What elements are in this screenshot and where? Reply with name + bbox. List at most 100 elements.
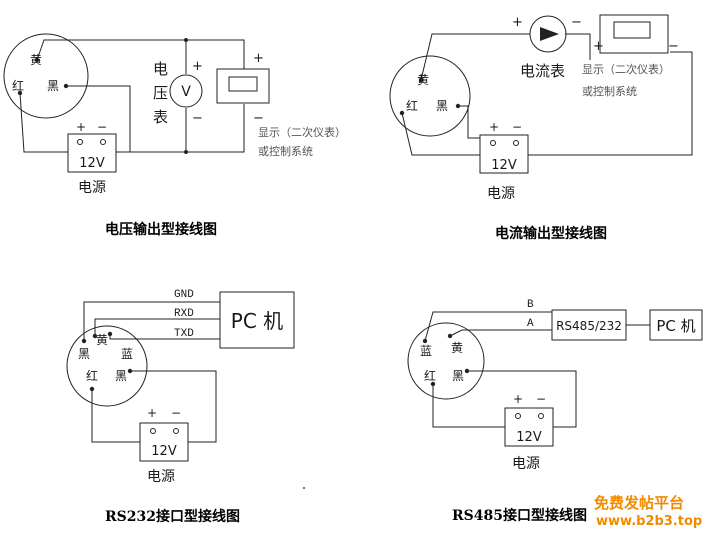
rs485-label-black: 黑 — [452, 369, 464, 383]
rs485-label-blue: 蓝 — [420, 344, 432, 358]
rs485-sensor — [407, 322, 485, 400]
ammeter-arrow — [540, 27, 559, 41]
rs232-terminal-black-2 — [127, 368, 133, 374]
current-label-red: 红 — [406, 98, 418, 113]
current-display-line2: 或控制系统 — [582, 84, 637, 98]
rs485-psu-voltage: 12V — [516, 430, 542, 445]
rs232-psu-voltage: 12V — [151, 444, 177, 459]
voltmeter-label-1: 电 — [153, 60, 168, 78]
current-display-box — [599, 14, 669, 54]
current-terminal-red — [399, 110, 405, 116]
voltage-diagram — [3, 33, 270, 173]
rs232-txd: TXD — [174, 328, 194, 340]
voltage-display-line2: 或控制系统 — [258, 144, 313, 158]
rs232-label-yellow: 黄 — [96, 333, 108, 347]
rs232-terminal-black — [81, 338, 87, 344]
voltmeter-minus: − — [192, 111, 203, 126]
rs232-gnd: GND — [174, 289, 194, 301]
rs485-psu-minus: − — [536, 392, 546, 406]
rs485-converter-box — [551, 309, 627, 341]
current-terminal-yellow — [418, 77, 424, 83]
voltmeter-label-3: 表 — [153, 108, 168, 126]
psu-terminal-dot — [77, 139, 83, 145]
rs232-psu-plus: + — [147, 406, 157, 420]
rs232-terminal-yellow — [92, 333, 98, 339]
voltage-terminal-black — [63, 83, 69, 89]
rs232-label-blue: 蓝 — [121, 347, 133, 361]
rs485-label-yellow: 黄 — [451, 341, 463, 355]
rs232-psu-label: 电源 — [147, 469, 175, 485]
rs232-rxd: RXD — [174, 308, 194, 320]
rs232-pc-label: PC 机 — [231, 309, 283, 333]
current-terminal-black — [455, 103, 461, 109]
voltage-psu-plus: + — [76, 120, 86, 134]
current-psu-minus: − — [512, 120, 522, 134]
current-display-plus: + — [593, 39, 604, 54]
rs485-line-a: A — [527, 318, 534, 330]
current-label-black: 黑 — [436, 99, 448, 113]
rs232-terminal-red — [89, 386, 95, 392]
junction-dot — [184, 150, 188, 154]
voltmeter-label-2: 压 — [153, 84, 168, 102]
voltmeter — [169, 74, 203, 108]
current-display-minus: − — [668, 39, 679, 54]
rs232-diagram — [66, 291, 295, 462]
current-sensor — [389, 55, 471, 137]
ammeter — [529, 15, 567, 53]
rs485-title: RS485接口型接线图 — [452, 507, 587, 524]
rs485-line-b: B — [527, 299, 534, 311]
rs232-pc-box — [219, 291, 295, 349]
voltage-label-yellow: 黄 — [30, 53, 42, 67]
current-psu-plus: + — [489, 120, 499, 134]
voltage-label-red: 红 — [12, 78, 24, 93]
display-minus: − — [253, 111, 264, 126]
current-psu-voltage: 12V — [491, 158, 517, 173]
psu-terminal-dot — [490, 140, 496, 146]
rs485-psu-plus: + — [513, 392, 523, 406]
rs485-terminal-blue — [422, 338, 428, 344]
voltmeter-v: V — [181, 84, 191, 100]
voltage-terminal-yellow — [34, 57, 40, 63]
rs485-pc-box — [649, 309, 703, 341]
display-plus: + — [253, 51, 264, 66]
current-title: 电流输出型接线图 — [495, 225, 607, 242]
current-display-line1: 显示（二次仪表） — [582, 62, 670, 76]
ammeter-plus: + — [512, 15, 523, 30]
psu-terminal-dot — [538, 413, 544, 419]
current-label-yellow: 黄 — [417, 73, 429, 87]
voltage-psu-box — [67, 133, 117, 173]
rs485-pc-label: PC 机 — [656, 317, 695, 335]
voltage-terminal-red — [17, 90, 23, 96]
rs232-psu-minus: − — [171, 406, 181, 420]
psu-terminal-dot — [173, 428, 179, 434]
voltage-psu-voltage: 12V — [79, 156, 105, 171]
psu-terminal-dot — [515, 413, 521, 419]
rs485-terminal-yellow — [447, 333, 453, 339]
rs232-psu-box — [139, 422, 189, 462]
voltage-psu-label: 电源 — [78, 180, 106, 196]
rs232-sensor — [66, 325, 148, 407]
current-psu-box — [479, 134, 529, 174]
junction-dot — [184, 38, 188, 42]
rs485-psu-label: 电源 — [512, 456, 540, 472]
current-psu-label: 电源 — [487, 186, 515, 202]
voltage-display-line1: 显示（二次仪表） — [258, 125, 346, 139]
rs485-diagram — [407, 309, 703, 447]
rs232-label-black-left: 黑 — [78, 347, 90, 361]
psu-terminal-dot — [150, 428, 156, 434]
rs485-label-red: 红 — [424, 368, 436, 383]
voltage-title: 电压输出型接线图 — [105, 221, 217, 238]
voltage-display-box — [216, 68, 270, 104]
voltage-psu-minus: − — [97, 120, 107, 134]
ammeter-minus: − — [571, 15, 582, 30]
rs232-label-black: 黑 — [115, 369, 127, 383]
rs485-terminal-red — [430, 381, 436, 387]
ammeter-label: 电流表 — [520, 62, 565, 80]
psu-terminal-dot — [513, 140, 519, 146]
psu-terminal-dot — [100, 139, 106, 145]
watermark-line2: www.b2b3.top — [596, 514, 702, 529]
voltage-sensor — [3, 33, 89, 119]
rs485-converter-label: RS485/232 — [556, 319, 622, 333]
rs232-terminal-blue — [107, 331, 113, 337]
